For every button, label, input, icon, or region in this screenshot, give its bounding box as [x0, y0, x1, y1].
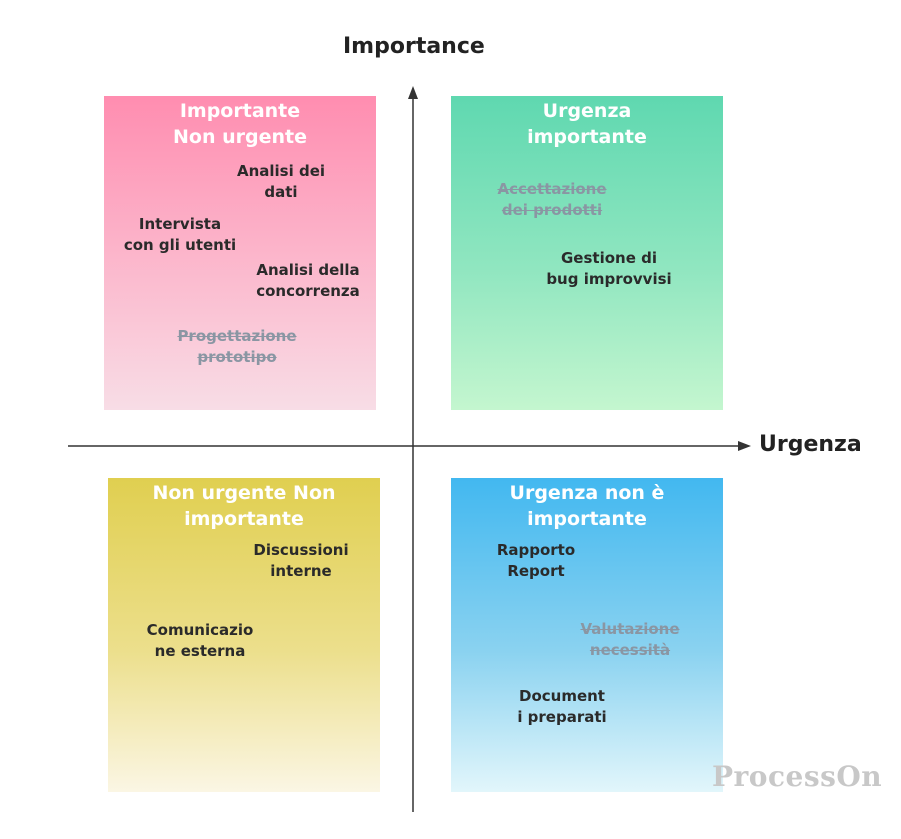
task-item-completed: Progettazione prototipo — [177, 327, 297, 366]
task-item: Analisi della concorrenza — [256, 261, 360, 300]
task-item: Document i preparati — [517, 687, 607, 726]
x-axis-arrow — [738, 441, 751, 451]
task-item: Analisi dei dati — [236, 162, 326, 201]
axis-title-urgenza: Urgenza — [759, 432, 862, 457]
task-item: Comunicazio ne esterna — [146, 621, 254, 660]
quadrant-urgent-important: Urgenza importante Accettazione dei prod… — [451, 96, 723, 410]
quadrant-important-not-urgent: Importante Non urgente Analisi dei dati … — [104, 96, 376, 410]
task-item-completed: Accettazione dei prodotti — [497, 180, 607, 219]
task-item: Intervista con gli utenti — [123, 215, 237, 254]
quadrant-urgent-not-important: Urgenza non è importante Rapporto Report… — [451, 478, 723, 792]
quadrant-title: Urgenza importante — [527, 100, 647, 148]
quadrant-title: Urgenza non è importante — [509, 482, 665, 530]
task-item: Discussioni interne — [253, 541, 349, 580]
task-item: Gestione di bug improvvisi — [546, 249, 672, 288]
task-item-completed: Valutazione necessità — [580, 620, 680, 659]
quadrant-title: Importante Non urgente — [173, 100, 307, 148]
y-axis-arrow — [408, 86, 418, 99]
processon-watermark: ProcessOn — [712, 760, 883, 793]
task-item: Rapporto Report — [496, 541, 576, 580]
axis-title-importance: Importance — [343, 34, 485, 59]
quadrant-title: Non urgente Non importante — [152, 482, 336, 530]
quadrant-not-urgent-not-important: Non urgente Non importante Discussioni i… — [108, 478, 380, 792]
